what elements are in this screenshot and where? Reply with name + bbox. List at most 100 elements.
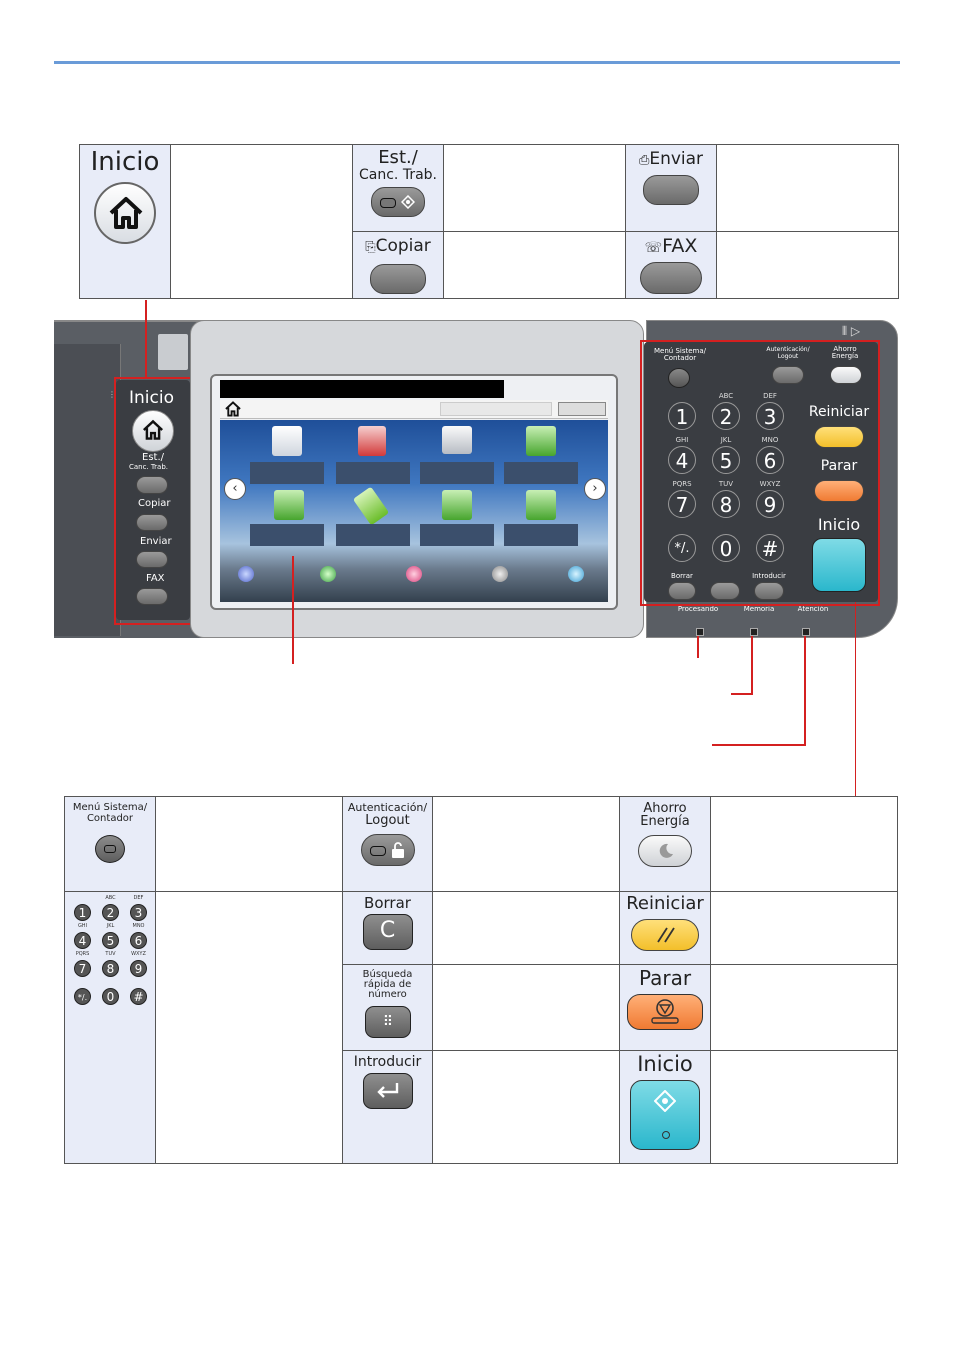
est-canc-trab-button[interactable]	[371, 187, 425, 217]
inicio-start-button[interactable]	[630, 1080, 700, 1150]
mini-numpad-key: 6	[130, 932, 147, 949]
panel-inicio-label: Inicio	[817, 515, 861, 534]
copiar-desc	[443, 231, 626, 299]
login-field[interactable]	[440, 402, 552, 416]
panel-parar-button[interactable]	[814, 480, 864, 502]
indicator-procesando-label: Procesando	[677, 605, 719, 613]
box-app-icon[interactable]	[526, 426, 556, 456]
ahorro-desc	[710, 796, 898, 892]
panel-busqueda-button[interactable]	[710, 582, 740, 600]
indicator-memoria-label: Memoria	[743, 605, 775, 613]
autenticacion-logout-button[interactable]	[360, 834, 415, 866]
panel-inicio-button[interactable]	[812, 538, 866, 592]
mini-numpad-key: 9	[130, 960, 147, 977]
panel-menu-sistema-button[interactable]	[668, 368, 690, 388]
mini-numpad-key: */.	[74, 988, 91, 1005]
panel-numpad-key[interactable]: 1	[668, 402, 696, 430]
panel-numpad-key[interactable]: 5	[712, 446, 740, 474]
send-app-icon[interactable]	[358, 426, 386, 456]
panel-left-enviar-button[interactable]	[136, 551, 168, 568]
touch-panel-screen[interactable]: ‹ ›	[210, 374, 618, 610]
app-label-4	[504, 462, 578, 484]
panel-left-fax-button[interactable]	[136, 588, 168, 605]
fax-desc	[716, 231, 899, 299]
mini-numpad-key-sub: DEF	[133, 895, 144, 901]
taskbar-icon-4[interactable]	[492, 566, 508, 582]
box-fax-app-icon[interactable]	[442, 490, 472, 520]
usb-app-icon[interactable]	[352, 486, 390, 526]
parar-button[interactable]	[627, 994, 703, 1030]
fax-app-icon[interactable]	[442, 426, 472, 454]
panel-numpad-key[interactable]: #	[756, 534, 784, 562]
panel-introducir-button[interactable]	[754, 582, 784, 600]
taskbar-icon-2[interactable]	[320, 566, 336, 582]
chevron-left-icon[interactable]: ‹	[224, 478, 246, 500]
ahorro-energia-button[interactable]	[638, 835, 692, 867]
box-print-app-icon[interactable]	[274, 490, 304, 520]
taskbar-icon-5[interactable]	[568, 566, 584, 582]
busqueda-rapida-button[interactable]: ⠿	[364, 1006, 411, 1038]
home-icon	[142, 419, 164, 440]
fax-button[interactable]	[640, 262, 702, 294]
chevron-right-icon[interactable]: ›	[584, 478, 606, 500]
bottom-key-table: Menú Sistema/ Contador Autenticación/ Lo…	[64, 796, 898, 1164]
busqueda-label-1: Búsqueda	[362, 969, 413, 980]
taskbar-icon-3[interactable]	[406, 566, 422, 582]
start-led-icon	[662, 1131, 670, 1139]
reiniciar-button[interactable]	[631, 919, 699, 951]
panel-numpad-key[interactable]: 0	[712, 534, 740, 562]
ahorro-key-cell: Ahorro Energía	[619, 796, 711, 892]
home-icon[interactable]	[224, 401, 242, 417]
callout-line-atencion-h	[712, 744, 806, 746]
mini-numpad-key: 0	[102, 988, 119, 1005]
mini-numpad-key-sub: WXYZ	[131, 951, 146, 957]
panel-numpad-key[interactable]: 8	[712, 490, 740, 518]
panel-numpad-key[interactable]: 2	[712, 402, 740, 430]
panel-numpad-key[interactable]: */.	[668, 534, 696, 562]
menu-sistema-button[interactable]	[95, 835, 125, 863]
panel-left-home-button[interactable]	[132, 410, 174, 452]
autenticacion-label-1: Autenticación/	[347, 801, 428, 814]
mini-numpad-key: 7	[74, 960, 91, 977]
mini-numpad-key-sub: JKL	[106, 923, 115, 929]
panel-numpad-key[interactable]: 3	[756, 402, 784, 430]
copiar-button[interactable]	[370, 264, 426, 294]
panel-numpad-key-sub: JKL	[720, 436, 732, 444]
fax-label: FAX	[662, 235, 698, 257]
home-icon	[109, 197, 143, 229]
app-label-7	[420, 524, 494, 546]
screen-button[interactable]	[558, 402, 606, 416]
box-job-app-icon[interactable]	[526, 490, 556, 520]
inicio-home-button[interactable]	[94, 182, 156, 244]
panel-numpad-key[interactable]: 9	[756, 490, 784, 518]
introducir-button[interactable]	[362, 1073, 413, 1109]
panel-numpad-key-sub: WXYZ	[759, 480, 781, 488]
callout-box-left-keys	[114, 377, 192, 625]
borrar-button[interactable]: C	[362, 914, 413, 950]
panel-left-est-button[interactable]	[136, 476, 168, 494]
panel-ahorro-button[interactable]	[830, 366, 862, 384]
panel-left-copiar-button[interactable]	[136, 514, 168, 531]
callout-box-right-keys	[640, 340, 880, 606]
reiniciar-desc	[710, 891, 898, 965]
panel-numpad-key[interactable]: 4	[668, 446, 696, 474]
callout-line-memoria-v	[751, 636, 753, 695]
borrar-desc	[432, 891, 620, 965]
panel-borrar-button[interactable]	[668, 582, 696, 600]
reiniciar-key-cell: Reiniciar	[619, 891, 711, 965]
control-panel-illustration: ⋮ Inicio Est./ Canc. Trab. Copiar Enviar…	[54, 320, 898, 638]
inicio-start-desc	[710, 1050, 898, 1164]
panel-numpad-key[interactable]: 7	[668, 490, 696, 518]
panel-numpad-key[interactable]: 6	[756, 446, 784, 474]
unlock-icon	[391, 842, 404, 858]
taskbar-icon-1[interactable]	[238, 566, 254, 582]
inicio-start-key-cell: Inicio	[619, 1050, 711, 1164]
enviar-button[interactable]	[643, 175, 699, 205]
copy-app-icon[interactable]	[272, 426, 302, 456]
panel-reiniciar-button[interactable]	[814, 426, 864, 448]
app-label-8	[504, 524, 578, 546]
panel-left-fax-label: FAX	[146, 573, 165, 584]
menu-sistema-key-cell: Menú Sistema/ Contador	[64, 796, 156, 892]
panel-autenticacion-button[interactable]	[772, 366, 804, 384]
